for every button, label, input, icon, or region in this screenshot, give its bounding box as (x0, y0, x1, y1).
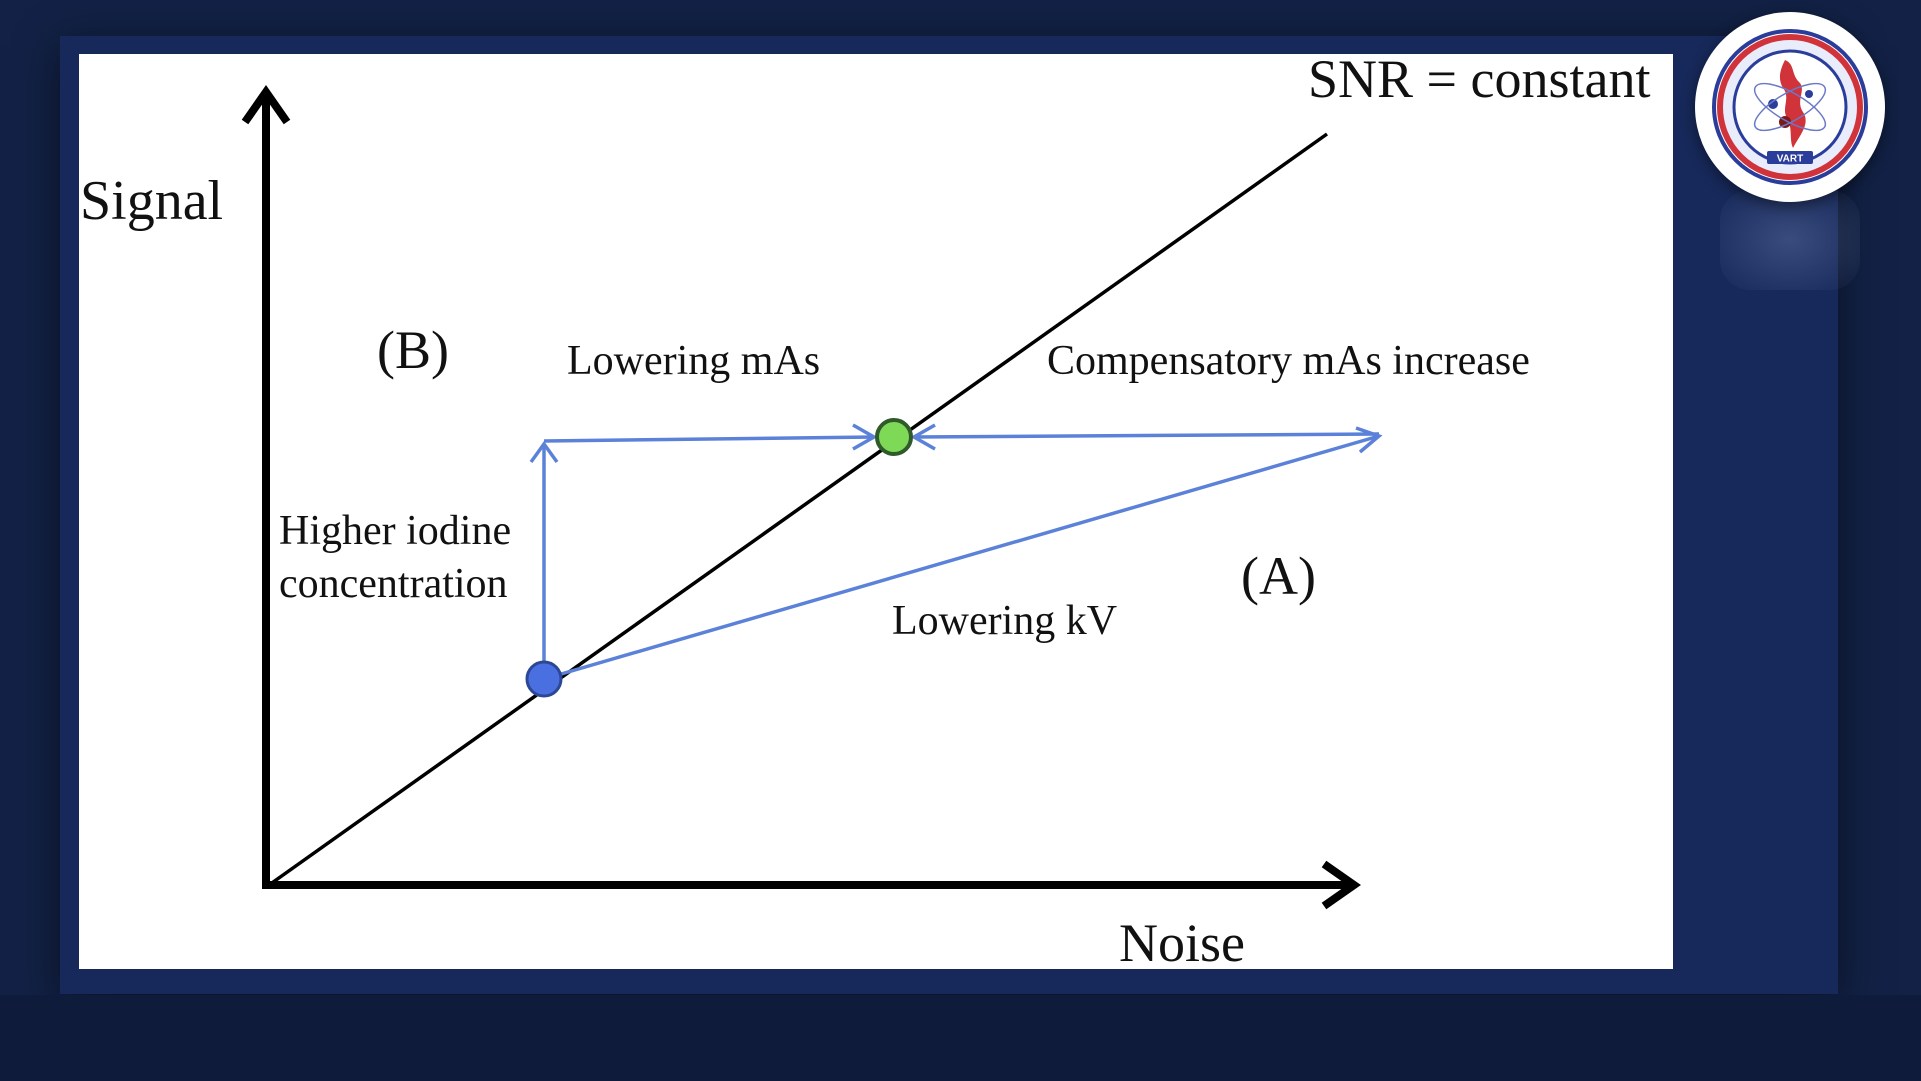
bottom-band (0, 995, 1921, 1081)
iodine-label-line2: concentration (279, 561, 508, 607)
region-a-label: (A) (1241, 546, 1316, 606)
diagram-panel: SNR = constant Signal Noise (B) (A) Lowe… (79, 54, 1673, 969)
x-axis-label: Noise (1119, 913, 1245, 969)
region-b-label: (B) (377, 320, 449, 380)
snr-line-label: SNR = constant (1308, 54, 1650, 109)
logo-glow (1720, 190, 1860, 290)
start-point (527, 662, 561, 696)
lowering-kv-label: Lowering kV (892, 598, 1117, 644)
lowering-mas-label: Lowering mAs (567, 338, 820, 384)
iodine-label-line1: Higher iodine (279, 508, 511, 554)
society-logo: VART (1695, 12, 1885, 202)
compensatory-label: Compensatory mAs increase (1047, 338, 1530, 384)
lowering-mas-arrow (544, 437, 874, 441)
end-point (877, 420, 911, 454)
y-axis-label: Signal (80, 170, 223, 232)
society-logo-icon: VART (1695, 12, 1885, 202)
compensatory-arrow (914, 434, 1379, 437)
snr-diagram: SNR = constant Signal Noise (B) (A) Lowe… (79, 54, 1673, 969)
logo-text: VART (1777, 154, 1803, 165)
